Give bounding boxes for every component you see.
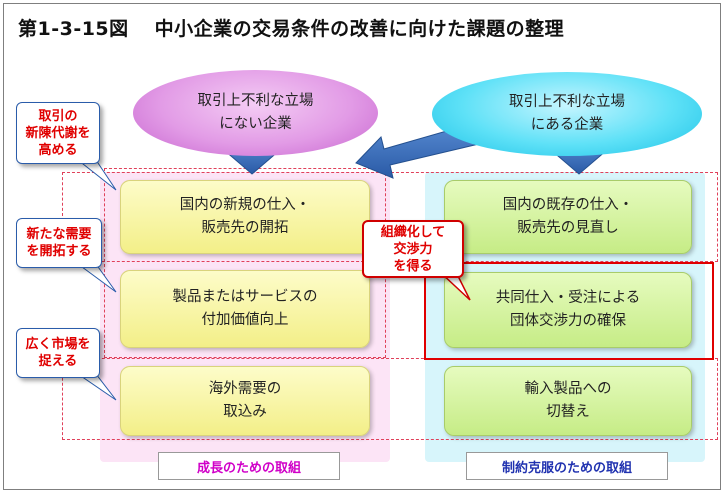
callout-organize: 組織化して 交渉力 を得る bbox=[362, 220, 464, 278]
ellipse-disadvantaged: 取引上不利な立場 にある企業 bbox=[432, 72, 702, 156]
card-review-suppliers: 国内の既存の仕入・ 販売先の見直し bbox=[444, 180, 692, 254]
card-new-suppliers: 国内の新規の仕入・ 販売先の開拓 bbox=[120, 180, 370, 254]
figure-number: 第1-3-15図 bbox=[18, 18, 129, 40]
figure-title: 第1-3-15図 中小企業の交易条件の改善に向けた課題の整理 bbox=[18, 14, 564, 41]
footer-growth: 成長のための取組 bbox=[158, 452, 340, 480]
callout-new-demand: 新たな需要 を開拓する bbox=[16, 218, 102, 268]
figure-frame bbox=[3, 3, 721, 490]
card-value-added: 製品またはサービスの 付加価値向上 bbox=[120, 270, 370, 348]
callout-wide-market: 広く市場を 捉える bbox=[16, 328, 100, 378]
highlight-box bbox=[424, 262, 714, 360]
card-overseas-demand: 海外需要の 取込み bbox=[120, 366, 370, 436]
ellipse-not-disadvantaged: 取引上不利な立場 にない企業 bbox=[133, 70, 378, 156]
callout-metabolism: 取引の 新陳代謝を 高める bbox=[16, 102, 100, 164]
callout-tail-1 bbox=[76, 159, 117, 191]
footer-constraint: 制約克服のための取組 bbox=[466, 452, 668, 480]
callout-tail-2 bbox=[76, 263, 117, 293]
figure-title-text: 中小企業の交易条件の改善に向けた課題の整理 bbox=[154, 18, 565, 40]
card-collective-bargaining: 共同仕入・受注による 団体交渉力の確保 bbox=[444, 272, 692, 348]
card-import-switch: 輸入製品への 切替え bbox=[444, 366, 692, 436]
dashed-row-bottom bbox=[62, 358, 718, 440]
